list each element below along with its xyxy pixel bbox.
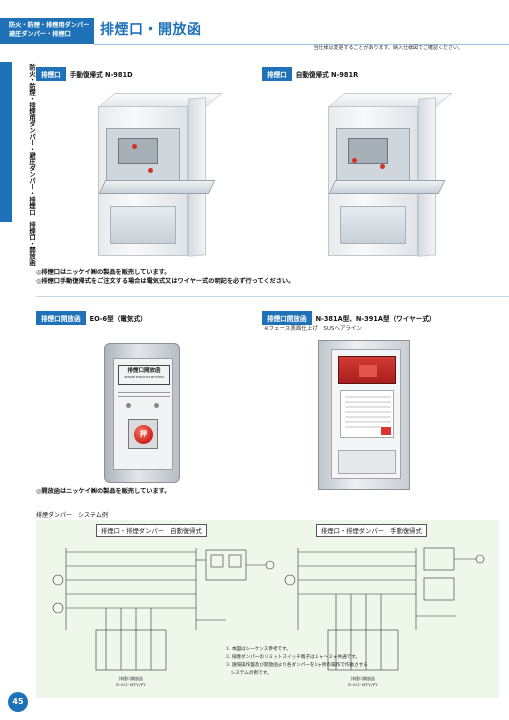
header-tag-line2: 避圧ダンパー・排煙口 (9, 30, 71, 38)
section-divider (36, 296, 509, 297)
product-tag: 排煙口 (36, 67, 66, 81)
page-number: 45 (8, 692, 28, 712)
product-tag: 排煙口開放函 (262, 311, 312, 325)
product-name: 手動復帰式 N-981D (69, 71, 133, 79)
product-label-n981r: 排煙口 自動復帰式 N-981R (262, 67, 358, 81)
panel-image-eo6: 排煙口開放函 SMOKE EXHAUST BUTTON 押 (104, 343, 180, 483)
push-button-frame: 押 (128, 419, 158, 449)
system-right-title: 排煙口・排煙ダンパー 手動復帰式 (316, 524, 427, 537)
system-note-line: システムの例です。 (226, 671, 272, 676)
system-sub-line: E-021-MTV/FY (116, 682, 146, 687)
header-note: 当仕様は変更することがあります。納入仕様図でご確認ください。 (313, 45, 463, 51)
product-finish-note: ※フェース表面仕上げ SUSヘアライン (264, 326, 362, 332)
system-notes: 1. 本図はシーケンス参考です。 2. 排煙ダンパーのリミットスイッチ端子は１ヶ… (226, 646, 368, 678)
side-index-tab (0, 62, 12, 222)
product-label-eo6: 排煙口開放函 EO-6型（電気式） (36, 311, 147, 325)
damper-image-n981d (88, 88, 223, 258)
system-note-line: 2. 排煙ダンパーのリミットスイッチ端子は１ヶ～２ヶ共通です。 (226, 655, 361, 660)
system-sub-line: E-021-MTV/FY (348, 682, 378, 687)
header-category-tag: 防火・防煙・排煙用ダンパー 避圧ダンパー・排煙口 (0, 18, 94, 44)
system-diagram: 排煙口・排煙ダンパー 自動復帰式 排煙口・排煙ダンパー 手動復帰式 1. 本図は… (36, 520, 499, 698)
damper-image-n981r (318, 88, 453, 258)
product-tag: 排煙口開放函 (36, 311, 86, 325)
product-label-n381a: 排煙口開放函 N-381A型、N-391A型（ワイヤー式） (262, 311, 436, 325)
product-tag: 排煙口 (262, 67, 292, 81)
notes-bottom: ◎開放函はニッケイ㈱の製品を販売しています。 (36, 487, 170, 496)
panel-subtitle: SMOKE EXHAUST BUTTON (124, 375, 164, 379)
system-note-line: 3. 遠隔操作盤及び開放函より各ダンパーを1ヶ所の操作で作動させる (226, 663, 368, 668)
system-caption: 排煙ダンパー システム例 (36, 512, 108, 519)
system-left-title: 排煙口・排煙ダンパー 自動復帰式 (96, 524, 207, 537)
note-line: ◎排煙口はニッケイ㈱の製品を販売しています。 (36, 269, 171, 276)
panel-title: 排煙口開放函 (127, 368, 161, 374)
note-line: ◎開放函はニッケイ㈱の製品を販売しています。 (36, 488, 171, 495)
panel-instruction-sticker (340, 390, 394, 438)
panel-instruction-lines (118, 389, 170, 397)
system-sub-line: 排煙口開放函 (119, 676, 143, 681)
product-name: EO-6型（電気式） (89, 315, 147, 323)
push-button: 押 (134, 425, 153, 444)
lamp-icon (154, 403, 159, 408)
wiring-diagram (52, 547, 485, 671)
panel-image-n381a (318, 340, 410, 490)
system-right-subcaption: 排煙口開放函 E-021-MTV/FY (328, 676, 398, 688)
lamp-icon (126, 403, 131, 408)
header-divider (94, 44, 509, 45)
side-index-text: 防火・防煙・排煙用ダンパー・避圧ダンパー・排煙口 排煙口・開放函 (28, 64, 35, 266)
system-left-subcaption: 排煙口開放函 E-021-MTV/FY (96, 676, 166, 688)
product-name: N-381A型、N-391A型（ワイヤー式） (315, 315, 436, 323)
product-name: 自動復帰式 N-981R (295, 71, 359, 79)
notes-top: ◎排煙口はニッケイ㈱の製品を販売しています。 ◎排煙口手動復帰式をご注文する場合… (36, 268, 294, 286)
product-label-n981d: 排煙口 手動復帰式 N-981D (36, 67, 133, 81)
panel-window (338, 356, 396, 384)
panel-title-box: 排煙口開放函 SMOKE EXHAUST BUTTON (118, 365, 170, 385)
page-title: 排煙口・開放函 (100, 22, 202, 38)
system-sub-line: 排煙口開放函 (351, 676, 375, 681)
header-tag-line1: 防火・防煙・排煙用ダンパー (9, 22, 90, 29)
sticker-lines (345, 396, 391, 435)
system-note-line: 1. 本図はシーケンス参考です。 (226, 647, 291, 652)
note-line: ◎排煙口手動復帰式をご注文する場合は電気式又はワイヤー式の明記を必ず行ってくださ… (36, 278, 295, 285)
panel-lower-plate (338, 450, 396, 474)
